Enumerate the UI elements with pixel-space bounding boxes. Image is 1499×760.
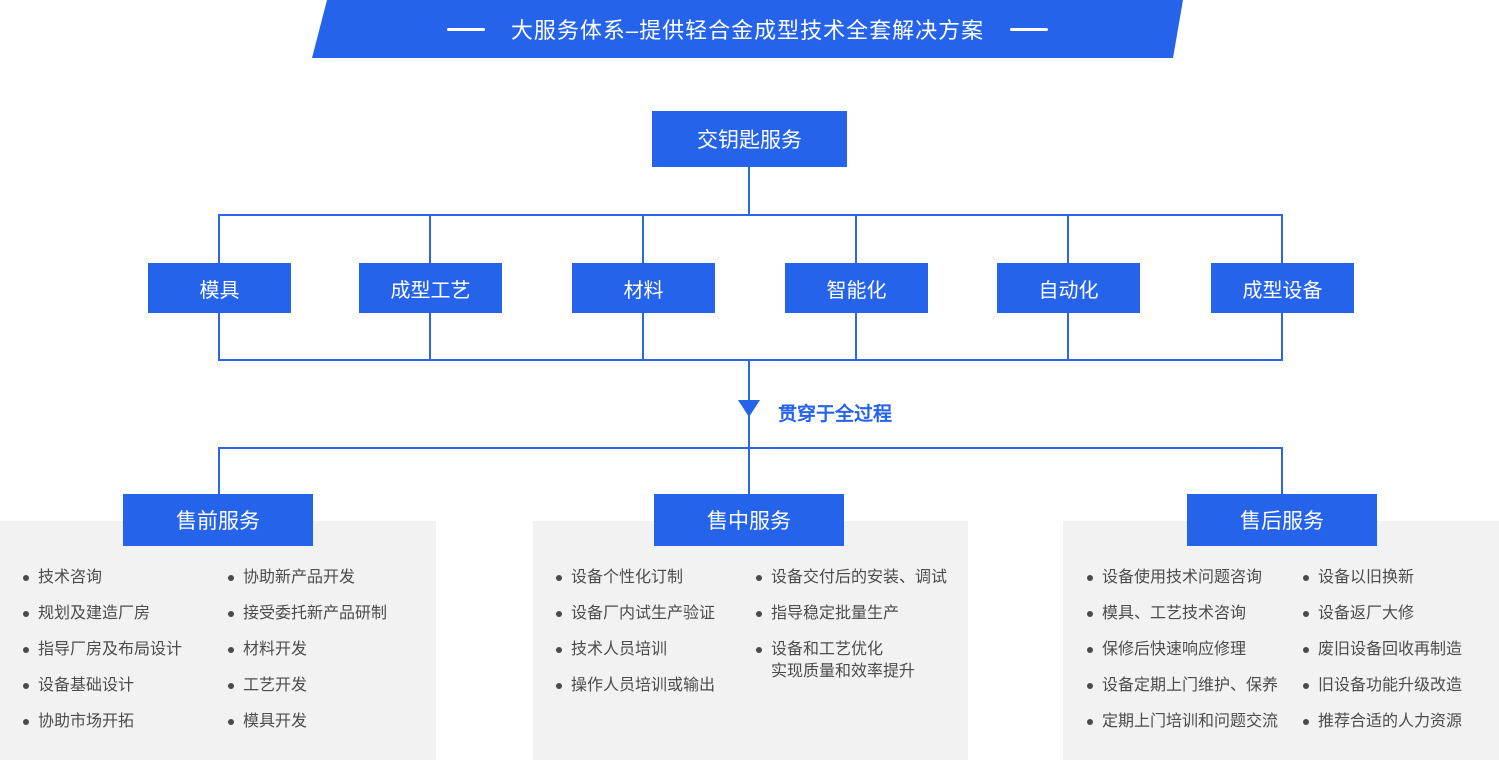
connector-root-vertical: [748, 167, 750, 215]
service-item: 模具、工艺技术咨询: [1087, 604, 1278, 624]
service-item: 设备使用技术问题咨询: [1087, 568, 1278, 588]
banner-title: 大服务体系–提供轻合金成型技术全套解决方案: [510, 18, 985, 43]
panel-in-sale: 设备个性化订制 设备厂内试生产验证 技术人员培训 操作人员培训或输出 设备交付后…: [533, 521, 968, 760]
service-item: 规划及建造厂房: [23, 604, 182, 624]
panel-pre-sale: 技术咨询 规划及建造厂房 指导厂房及布局设计 设备基础设计 协助市场开拓 协助新…: [0, 521, 436, 760]
connector-drop-after-sale: [1281, 447, 1283, 494]
node-intelligence: 智能化: [785, 263, 928, 313]
service-item: 协助市场开拓: [23, 712, 182, 732]
arrow-down-icon: [738, 400, 760, 417]
connector-drop-in-sale: [748, 447, 750, 494]
banner: 大服务体系–提供轻合金成型技术全套解决方案: [312, 0, 1183, 58]
connector-drop-pre-sale: [218, 447, 220, 495]
service-item: 设备定期上门维护、保养: [1087, 676, 1278, 696]
service-item: 设备交付后的安装、调试: [756, 568, 947, 588]
service-item: 推荐合适的人力资源: [1303, 712, 1462, 732]
service-item: 设备返厂大修: [1303, 604, 1462, 624]
banner-dash-left-icon: [447, 28, 485, 31]
service-item: 设备以旧换新: [1303, 568, 1462, 588]
node-material: 材料: [572, 263, 715, 313]
pre-sale-list-col1: 技术咨询 规划及建造厂房 指导厂房及布局设计 设备基础设计 协助市场开拓: [23, 568, 182, 748]
service-item: 指导稳定批量生产: [756, 604, 947, 624]
header-pre-sale-service: 售前服务: [123, 494, 313, 546]
service-item: 材料开发: [228, 640, 387, 660]
connector-sections-horizontal: [218, 447, 1283, 449]
node-automation: 自动化: [997, 263, 1140, 313]
service-item: 设备厂内试生产验证: [556, 604, 715, 624]
service-item: 协助新产品开发: [228, 568, 387, 588]
service-item: 指导厂房及布局设计: [23, 640, 182, 660]
panel-after-sale: 设备使用技术问题咨询 模具、工艺技术咨询 保修后快速响应修理 设备定期上门维护、…: [1063, 521, 1499, 760]
in-sale-list-col2: 设备交付后的安装、调试 指导稳定批量生产 设备和工艺优化 实现质量和效率提升: [756, 568, 947, 698]
service-item-continuation: 实现质量和效率提升: [771, 663, 916, 680]
service-item: 技术人员培训: [556, 640, 715, 660]
service-item: 工艺开发: [228, 676, 387, 696]
service-item: 设备个性化订制: [556, 568, 715, 588]
service-item: 定期上门培训和问题交流: [1087, 712, 1278, 732]
header-after-sale-service: 售后服务: [1187, 494, 1377, 546]
node-forming-equipment: 成型设备: [1211, 263, 1354, 313]
service-item: 废旧设备回收再制造: [1303, 640, 1462, 660]
service-item: 接受委托新产品研制: [228, 604, 387, 624]
banner-dash-right-icon: [1010, 28, 1048, 31]
service-item: 技术咨询: [23, 568, 182, 588]
connector-bottom-horizontal: [218, 359, 1283, 361]
in-sale-list-col1: 设备个性化订制 设备厂内试生产验证 技术人员培训 操作人员培训或输出: [556, 568, 715, 712]
after-sale-list-col2: 设备以旧换新 设备返厂大修 废旧设备回收再制造 旧设备功能升级改造 推荐合适的人…: [1303, 568, 1462, 748]
process-note: 贯穿于全过程: [778, 404, 893, 425]
node-mold: 模具: [148, 263, 291, 313]
service-item: 设备和工艺优化: [756, 640, 947, 660]
service-item: 操作人员培训或输出: [556, 676, 715, 696]
service-item: 设备基础设计: [23, 676, 182, 696]
node-turnkey-service: 交钥匙服务: [652, 111, 847, 167]
after-sale-list-col1: 设备使用技术问题咨询 模具、工艺技术咨询 保修后快速响应修理 设备定期上门维护、…: [1087, 568, 1278, 748]
node-forming-process: 成型工艺: [359, 263, 502, 313]
service-item: 旧设备功能升级改造: [1303, 676, 1462, 696]
connector-top-horizontal: [218, 214, 1283, 216]
service-item: 保修后快速响应修理: [1087, 640, 1278, 660]
header-in-sale-service: 售中服务: [654, 494, 844, 546]
pre-sale-list-col2: 协助新产品开发 接受委托新产品研制 材料开发 工艺开发 模具开发: [228, 568, 387, 748]
service-item: 模具开发: [228, 712, 387, 732]
